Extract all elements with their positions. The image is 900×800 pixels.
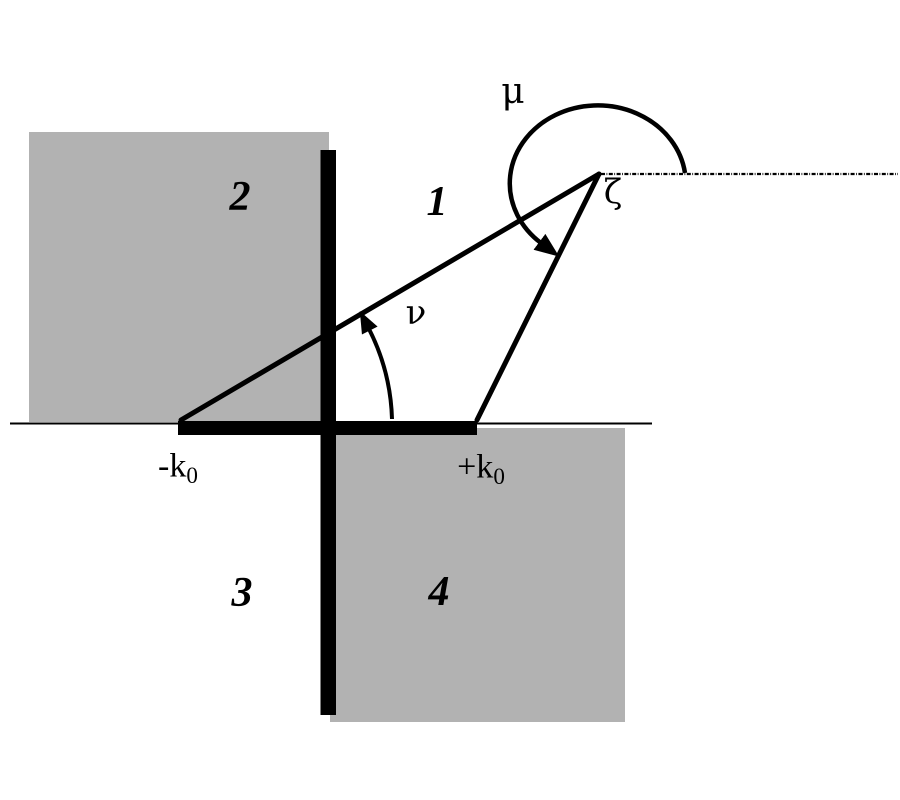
quadrant-2-shaded-region [29,132,329,422]
pos-k0-base: +k [457,448,494,486]
neg-k0-subscript: 0 [186,463,198,490]
quadrant-2-label: 2 [229,174,251,220]
nu-angle-label: ν [405,293,427,333]
pos-k0-subscript: 0 [493,464,505,491]
horizontal-branch-cut-bar [178,421,477,435]
quadrant-4-shaded-region [330,428,625,722]
zeta-point-label: ζ [603,172,623,212]
neg-k0-axis-label: -k0 [158,447,198,490]
neg-k0-base: -k [158,447,187,485]
mu-angle-arc [507,103,688,257]
edge-zeta-to-neg-k0 [178,171,602,423]
mu-angle-label: μ [501,71,525,112]
branch-cut-bars [178,150,477,715]
pos-k0-axis-label: +k0 [457,448,505,491]
quadrant-1-label: 1 [426,179,448,225]
quadrant-4-label: 4 [428,569,450,615]
nu-angle-arc [359,310,394,420]
ink-strokes [178,103,688,423]
quadrant-3-label: 3 [231,570,253,616]
edge-zeta-to-pos-k0 [474,171,602,423]
